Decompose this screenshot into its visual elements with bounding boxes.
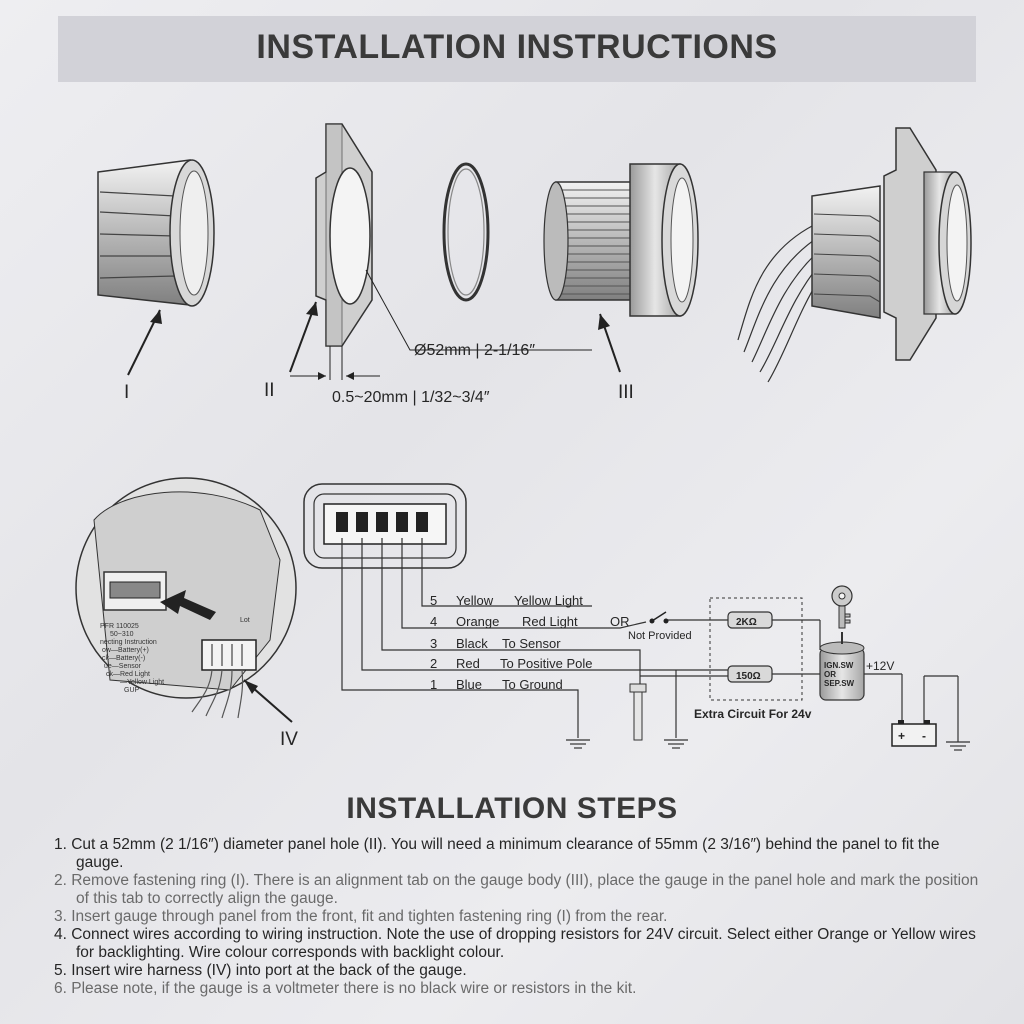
pin-3-function: To Sensor bbox=[502, 636, 561, 651]
not-provided-label: Not Provided bbox=[628, 630, 692, 642]
or-switch bbox=[649, 611, 669, 624]
wire-connector bbox=[303, 483, 467, 569]
pin-2-color: Red bbox=[456, 656, 480, 671]
pin-3-color: Black bbox=[456, 636, 488, 651]
steps-list: 1. Cut a 52mm (2 1/16″) diameter panel h… bbox=[54, 836, 984, 998]
switch-label-or: OR bbox=[824, 670, 836, 679]
wiring-lines bbox=[341, 538, 959, 742]
zoom-text-heading: necting Instruction bbox=[100, 639, 157, 646]
step-6: 6. Please note, if the gauge is a voltme… bbox=[54, 980, 637, 997]
part-label-iii: III bbox=[618, 382, 634, 403]
part-label-i: I bbox=[124, 382, 129, 403]
assembled-gauge bbox=[737, 127, 972, 383]
hole-diameter-label: Ø52mm | 2-1/16″ bbox=[414, 342, 535, 359]
sensor-probe bbox=[629, 683, 647, 741]
zoom-text-line-2: ck—Battery(-) bbox=[102, 655, 145, 662]
battery-plus: + bbox=[898, 729, 905, 743]
step-2: 2. Remove fastening ring (I). There is a… bbox=[54, 872, 979, 907]
part-label-ii: II bbox=[264, 380, 275, 401]
zoom-text-line-6: GUP bbox=[124, 687, 140, 694]
steps-title: INSTALLATION STEPS bbox=[346, 792, 678, 825]
voltage-label: +12V bbox=[866, 659, 894, 673]
resistor-2k-label: 2KΩ bbox=[736, 617, 757, 628]
extra-circuit-box bbox=[709, 597, 803, 701]
pin-1-function: To Ground bbox=[502, 677, 563, 692]
zoom-text-line-3: ue—Sensor bbox=[104, 663, 142, 670]
pin-2-function: To Positive Pole bbox=[500, 656, 593, 671]
fastening-ring-part-i bbox=[97, 159, 215, 376]
extra-circuit-label: Extra Circuit For 24v bbox=[694, 707, 812, 721]
step-5: 5. Insert wire harness (IV) into port at… bbox=[54, 962, 467, 979]
battery-minus: - bbox=[922, 729, 926, 743]
page-title: INSTALLATION INSTRUCTIONS bbox=[256, 28, 778, 66]
resistor-2k bbox=[727, 611, 773, 629]
ignition-switch bbox=[819, 632, 865, 701]
ground-symbols bbox=[566, 739, 970, 751]
pin-2-num: 2 bbox=[430, 656, 437, 671]
step-3: 3. Insert gauge through panel from the f… bbox=[54, 908, 668, 925]
connector-zoom-view: PFR 110025 50~310 necting Instruction ow… bbox=[75, 477, 297, 723]
panel-part-ii bbox=[289, 123, 592, 380]
resistor-150 bbox=[727, 665, 773, 683]
pin-1-num: 1 bbox=[430, 677, 437, 692]
step-4: 4. Connect wires according to wiring ins… bbox=[54, 926, 976, 961]
panel-thickness-label: 0.5~20mm | 1/32~3/4″ bbox=[332, 389, 490, 406]
zoom-text-line-1: ow—Battery(+) bbox=[102, 647, 149, 654]
gauge-body-part-iii bbox=[543, 163, 699, 373]
pin-3-num: 3 bbox=[430, 636, 437, 651]
zoom-text-line-4: ck—Red Light bbox=[106, 671, 150, 678]
zoom-text-lot: Lot bbox=[240, 617, 250, 624]
battery-icon bbox=[891, 720, 937, 747]
zoom-text-line-5: —Yellow Light bbox=[120, 679, 164, 686]
pin-5-color: Yellow bbox=[456, 593, 494, 608]
pin-5-function: Yellow Light bbox=[514, 593, 583, 608]
zoom-text-model: PFR 110025 bbox=[100, 623, 139, 630]
pin-5-num: 5 bbox=[430, 593, 437, 608]
resistor-150-label: 150Ω bbox=[736, 671, 761, 682]
installation-diagram: I II Ø52mm | 2-1/16″ 0.5~20mm | 1/32~3/4… bbox=[75, 123, 972, 751]
title-banner bbox=[58, 16, 976, 82]
key-icon bbox=[831, 585, 853, 629]
harness-label-iv: IV bbox=[280, 729, 298, 750]
zoom-text-range: 50~310 bbox=[110, 631, 134, 638]
pin-4-color: Orange bbox=[456, 614, 499, 629]
switch-label-sep: SEP.SW bbox=[824, 679, 855, 688]
step-1: 1. Cut a 52mm (2 1/16″) diameter panel h… bbox=[54, 836, 940, 871]
or-label: OR bbox=[610, 614, 630, 629]
o-ring bbox=[442, 162, 490, 302]
switch-label-ign: IGN.SW bbox=[824, 661, 854, 670]
pin-4-function: Red Light bbox=[522, 614, 578, 629]
pin-4-num: 4 bbox=[430, 614, 437, 629]
pin-1-color: Blue bbox=[456, 677, 482, 692]
